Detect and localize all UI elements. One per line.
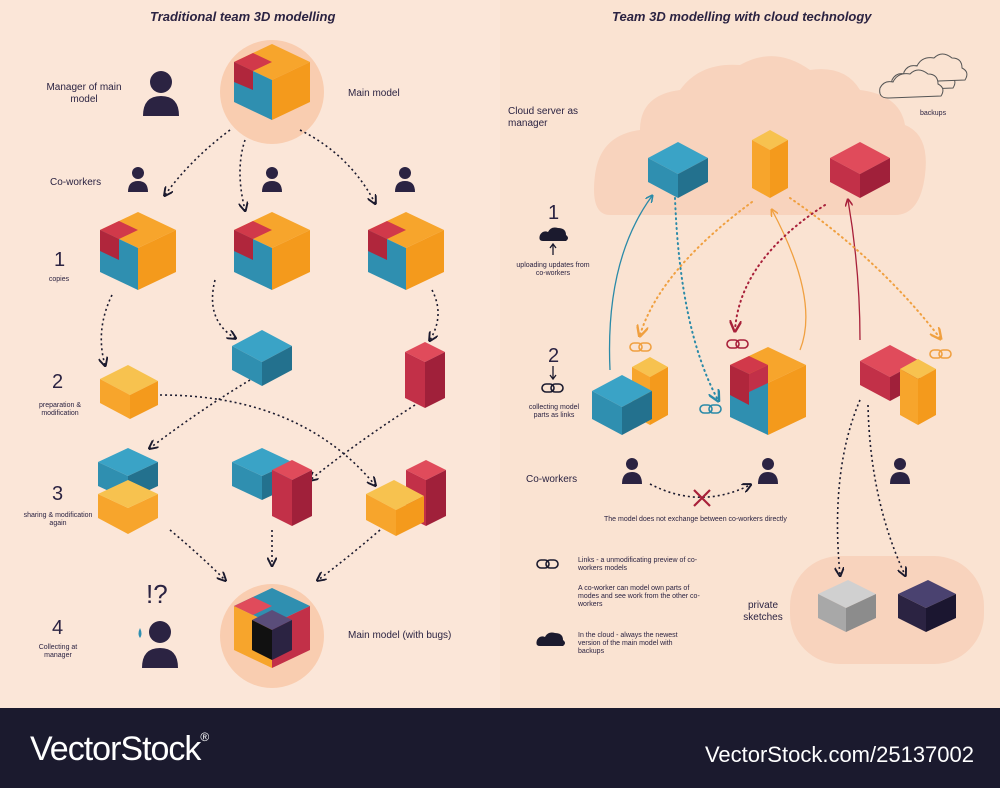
manager-label: Manager of main model xyxy=(46,82,122,105)
cloud-step1-number: 1 xyxy=(548,202,560,224)
coworker-workspace-1 xyxy=(592,357,668,435)
legend-cloud-icon xyxy=(536,632,565,646)
link-arrow-orange-2 xyxy=(789,197,940,338)
coworker-workspace-3 xyxy=(860,345,936,425)
cloud-part-teal xyxy=(648,142,708,198)
sketch-arrow-2 xyxy=(867,404,905,575)
step2-number: 2 xyxy=(52,371,64,393)
stock-url: VectorStock.com/25137002 xyxy=(704,742,974,767)
cloud-step1-text: uploading updates from co-workers xyxy=(516,262,590,277)
private-sketch-navy xyxy=(898,580,956,632)
left-panel-title: Traditional team 3D modelling xyxy=(150,9,336,24)
link-icon xyxy=(536,339,952,569)
step1-number: 1 xyxy=(54,249,66,271)
diagram-canvas xyxy=(98,40,984,688)
step2-text: preparation & modification xyxy=(38,402,82,417)
brand-logo: VectorStock® xyxy=(30,730,209,768)
part-red xyxy=(405,342,445,408)
backups-cloud-icon xyxy=(879,53,968,99)
cloud-upload-icon xyxy=(539,227,568,255)
cloud-part-orange xyxy=(752,130,788,198)
prepare-arrows xyxy=(101,279,439,365)
step4-number: 4 xyxy=(52,617,64,639)
cloud-server-label: Cloud server as manager xyxy=(508,106,579,129)
link-arrow-orange-1 xyxy=(640,201,753,335)
main-model-label: Main model xyxy=(348,88,400,99)
shared-combo-1 xyxy=(98,448,158,534)
cross-icon xyxy=(693,489,711,507)
confused-symbol: !? xyxy=(146,579,168,609)
legend-links-text: Links - a unmodificating preview of co-w… xyxy=(578,557,698,572)
buggy-model-label: Main model (with bugs) xyxy=(348,630,452,641)
main-model-cube xyxy=(234,44,310,120)
private-sketches-label: private sketches xyxy=(743,600,783,623)
step1-text: copies xyxy=(48,276,70,283)
upload-arrow-red xyxy=(848,200,861,341)
confused-manager-avatar xyxy=(138,621,178,668)
manager-avatar xyxy=(143,71,179,116)
collect-arrows xyxy=(169,529,381,580)
backups-label: backups xyxy=(920,110,947,117)
link-arrow-teal xyxy=(674,197,718,400)
part-teal xyxy=(232,330,292,386)
right-panel-title: Team 3D modelling with cloud technology xyxy=(612,9,872,24)
part-orange xyxy=(100,365,158,419)
private-sketch-grey xyxy=(818,580,876,632)
step4-text: Collecting at manager xyxy=(38,644,78,659)
cloud-coworker-avatar xyxy=(622,458,910,484)
cloud-part-red xyxy=(830,142,890,198)
step3-number: 3 xyxy=(52,483,64,505)
copy-cube xyxy=(100,212,444,290)
copy-arrows xyxy=(165,129,375,210)
upload-arrow-teal xyxy=(608,196,652,371)
link-arrow-red xyxy=(735,204,826,330)
watermark-bar: VectorStock® VectorStock.com/25137002 xyxy=(0,708,1000,788)
private-sketches-area xyxy=(790,556,984,664)
step3-text: sharing & modification again xyxy=(23,512,93,527)
shared-combo-3 xyxy=(366,460,446,536)
coworkers-label: Co-workers xyxy=(50,177,102,188)
legend-coworker-text: A co-worker can model own parts of modes… xyxy=(578,585,700,608)
coworker-workspace-2 xyxy=(730,347,806,435)
no-exchange-arrow xyxy=(649,484,750,498)
sketch-arrow-1 xyxy=(838,399,861,575)
no-exchange-text: The model does not exchange between co-w… xyxy=(604,516,787,523)
upload-arrow-orange xyxy=(772,210,807,351)
cloud-step2-number: 2 xyxy=(548,345,560,367)
cloud-coworkers-label: Co-workers xyxy=(526,474,578,485)
share-arrows xyxy=(150,379,416,485)
legend-cloud-text: In the cloud - always the newest version… xyxy=(578,632,678,655)
shared-combo-2 xyxy=(232,448,312,526)
coworker-avatar xyxy=(128,167,415,192)
cloud-step2-text: collecting model parts as links xyxy=(528,404,580,419)
arrow-down-icon xyxy=(549,366,557,381)
buggy-model-cube xyxy=(234,588,310,668)
